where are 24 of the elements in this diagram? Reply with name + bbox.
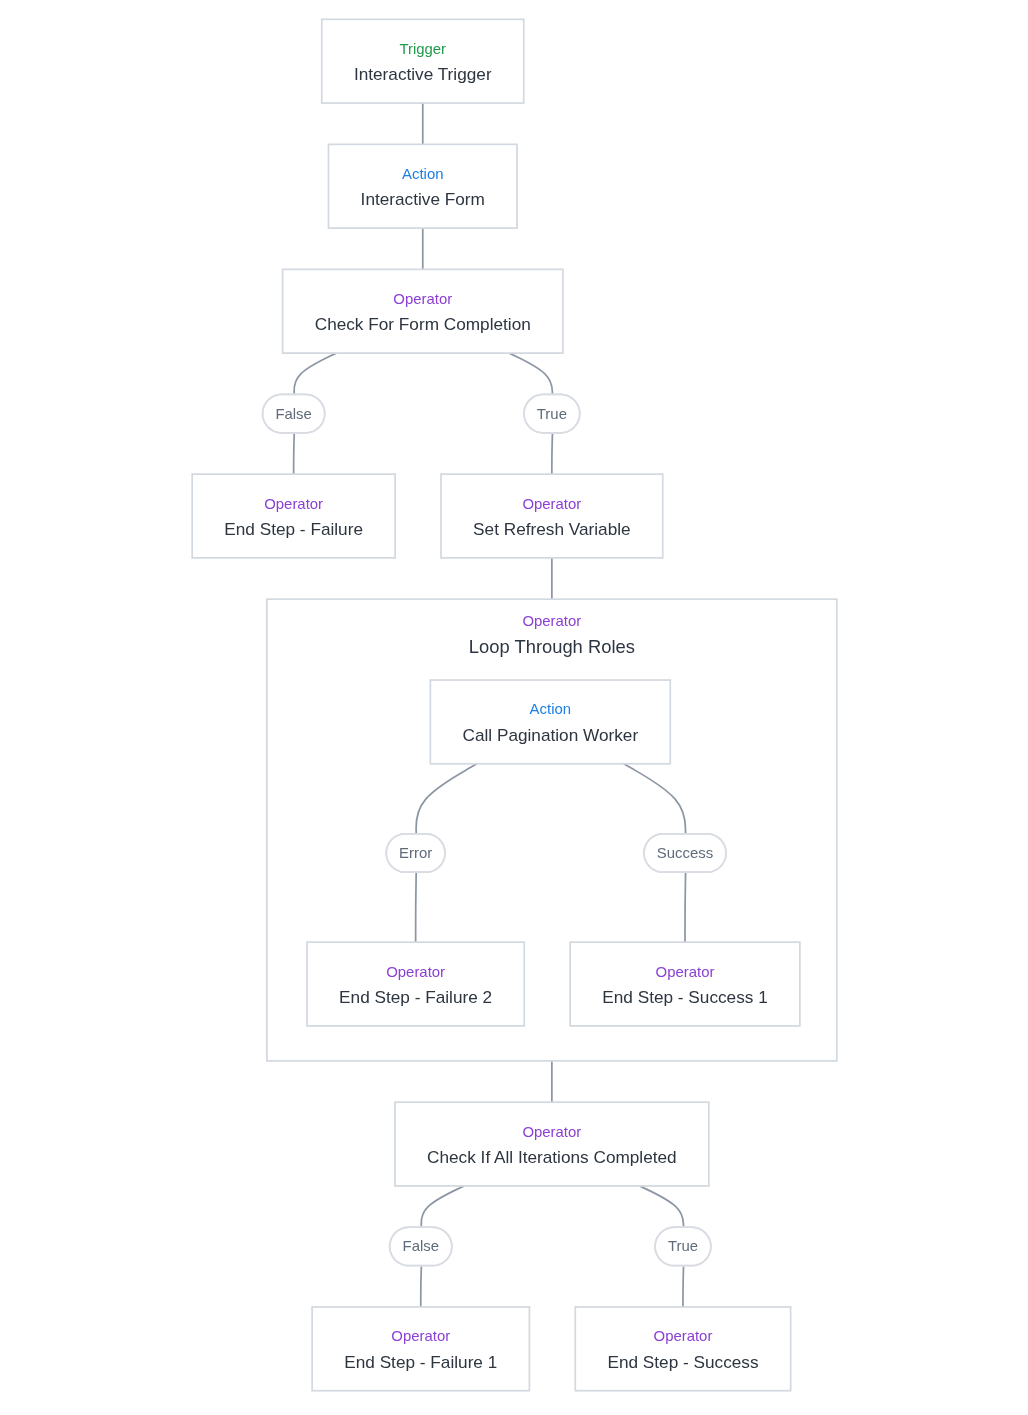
node-box: Operator End Step - Failure 2 [305, 941, 525, 1027]
connector [419, 1265, 422, 1308]
connector [421, 102, 424, 146]
connector [292, 432, 295, 475]
connector [419, 1185, 465, 1229]
node-box: Operator End Step - Success 1 [568, 941, 801, 1027]
node-box: Action Call Pagination Worker [429, 679, 671, 765]
connector [681, 1265, 684, 1308]
node-box: Trigger Interactive Trigger [320, 18, 525, 104]
node-box: Action Interactive Form [327, 143, 518, 229]
connector [421, 227, 424, 271]
connector [550, 557, 553, 601]
node-box: Operator Set Refresh Variable [439, 473, 664, 559]
connector [683, 871, 686, 944]
node-box: Operator End Step - Success [573, 1306, 791, 1392]
node-box: Operator Check If All Iterations Completed [393, 1101, 710, 1187]
connector [414, 871, 417, 944]
connector [550, 1060, 553, 1104]
node-box: Operator Check For Form Completion [281, 268, 564, 354]
node-box: Operator End Step - Failure [190, 473, 396, 559]
connector [638, 1185, 684, 1229]
connector [292, 352, 337, 396]
node-box: Operator End Step - Failure 1 [310, 1306, 530, 1392]
connector [550, 432, 553, 475]
